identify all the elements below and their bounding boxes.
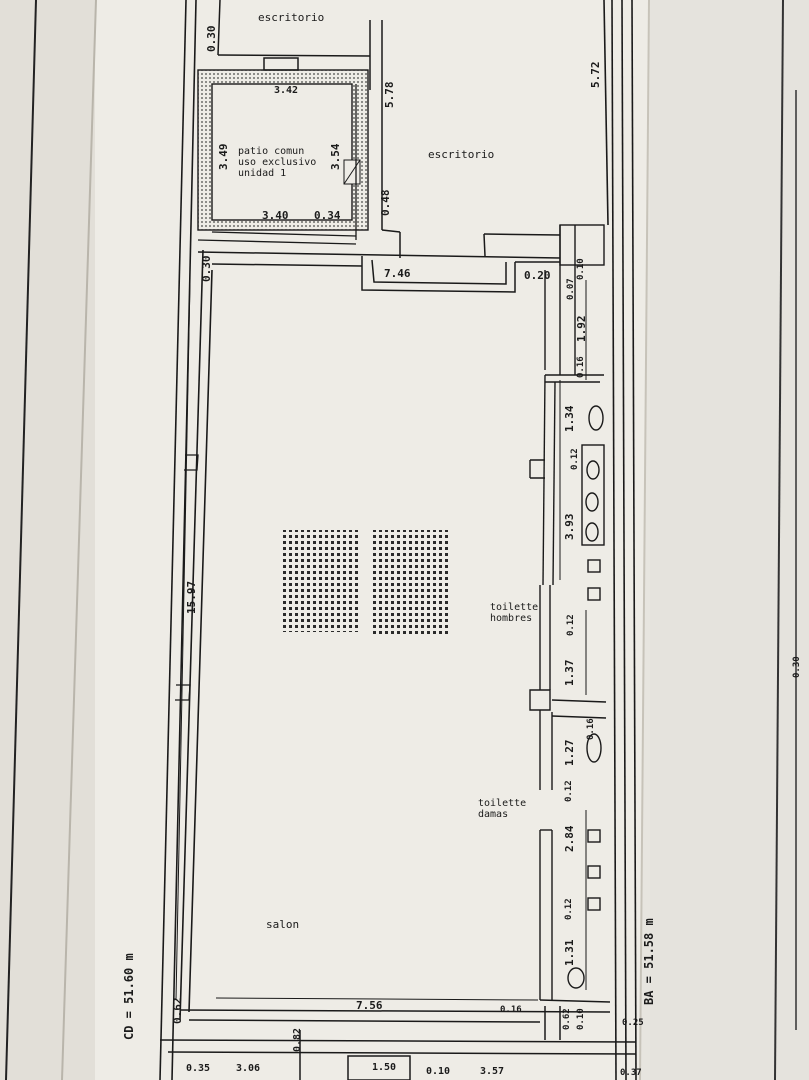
dim-label: 0.30: [205, 25, 218, 53]
dim-label: 7.56: [356, 999, 383, 1012]
room-label-salon: salon: [266, 918, 300, 931]
dim-label: 0.12: [566, 614, 576, 636]
dim-label: 0.12: [570, 448, 580, 470]
dim-label: 0.10: [426, 1066, 451, 1077]
dimension-lines: [175, 279, 587, 1001]
dim-label: 0.20: [524, 269, 551, 282]
dim-label: 5.78: [383, 81, 396, 109]
dim-label: 0.48: [379, 189, 392, 217]
dim-label: 0.34: [314, 209, 341, 222]
dim-label: 3.57: [480, 1066, 505, 1077]
dim-label: 0.25: [622, 1018, 644, 1028]
dim-label: 0.82: [292, 1027, 303, 1052]
dim-label: 1.92: [575, 315, 588, 343]
room-label-men-toilet: toilette hombres: [490, 602, 539, 624]
skylight-left: [280, 530, 358, 632]
dim-label: 15.97: [185, 580, 198, 614]
dim-label: 0.07: [566, 278, 576, 300]
outer-walls: [159, 0, 637, 1080]
dim-label: 0.16: [576, 356, 586, 378]
patio: [197, 69, 369, 245]
dim-label: 1.37: [563, 659, 576, 687]
room-label-office-top: escritorio: [258, 11, 325, 24]
dim-label: 2.84: [563, 825, 576, 853]
skylight-right: [370, 530, 450, 634]
dim-label: 0.16: [500, 1005, 522, 1015]
room-label-office: escritorio: [428, 148, 495, 161]
dim-label: 0.30: [200, 255, 213, 283]
dim-label: 7.46: [384, 267, 411, 280]
dim-label: 0.10: [576, 258, 586, 280]
dim-label: 5.72: [589, 61, 602, 89]
dim-label: 1.31: [563, 939, 576, 967]
dim-label: 3.06: [236, 1063, 261, 1074]
bottom-wall: [159, 1006, 637, 1080]
boundary-right: BA = 51.58 m: [642, 918, 656, 1005]
office-walls: [217, 0, 561, 258]
dim-label: 3.42: [274, 85, 299, 96]
dim-label: 0.62: [171, 997, 184, 1025]
dim-label: 3.49: [217, 143, 230, 171]
dim-label: 1.34: [563, 405, 576, 433]
dim-label: 1.27: [563, 739, 576, 767]
dim-label: 0.35: [186, 1063, 211, 1074]
toilet-block: [529, 224, 611, 1003]
dim-label: 0.12: [564, 898, 574, 920]
dim-label: 0.16: [586, 718, 596, 740]
dim-label: 3.54: [329, 143, 342, 171]
transverse-wall: [197, 251, 561, 293]
dim-label: 3.40: [262, 209, 289, 222]
boundary-left: CD = 51.60 m: [122, 953, 136, 1040]
dim-label: 0.30: [792, 656, 802, 678]
dim-label: 0.12: [564, 780, 574, 802]
dim-label: 0.10: [576, 1008, 586, 1030]
dim-label: 1.50: [372, 1062, 397, 1073]
room-label-patio: patio comun uso exclusivo unidad 1: [238, 146, 317, 179]
room-label-women-toilet: toilette damas: [478, 798, 527, 820]
dim-label: 0.62: [562, 1008, 572, 1030]
dim-label: 3.93: [563, 513, 576, 541]
dim-label: 0.37: [620, 1068, 642, 1078]
